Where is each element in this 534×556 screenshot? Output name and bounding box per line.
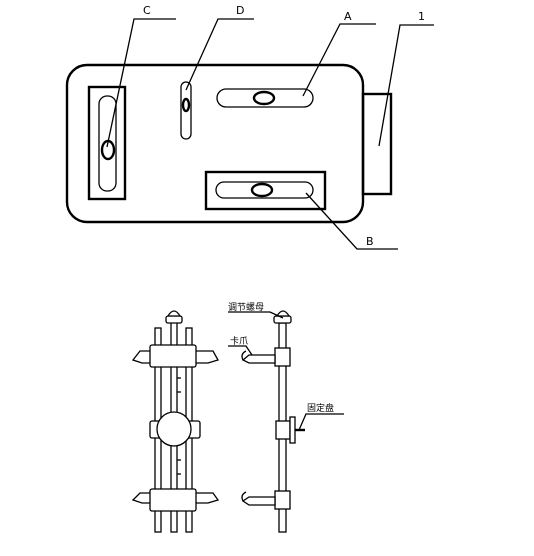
- top-view: C D A 1 B: [65, 4, 434, 250]
- side-leader-lines: [228, 311, 344, 431]
- vial-c: [87, 85, 127, 201]
- bottom-claw-side: [241, 490, 291, 510]
- side-view: 调节螺母 卡爪 固定盘: [228, 302, 344, 533]
- bottom-clamp-bar: [131, 488, 220, 512]
- top-clamp-bar: [131, 344, 219, 368]
- label-c: C: [143, 4, 151, 17]
- fixed-disc-front: [149, 411, 201, 447]
- adjust-nut-side: [273, 310, 292, 324]
- adjust-nut-front: [165, 310, 183, 324]
- leader-lines: [106, 18, 434, 250]
- label-adjust-nut: 调节螺母: [228, 302, 264, 313]
- label-d: D: [236, 4, 244, 17]
- vial-a: [216, 88, 314, 108]
- label-b: B: [366, 235, 374, 248]
- label-clamp-claw: 卡爪: [230, 335, 248, 347]
- front-view: [131, 310, 220, 533]
- top-claw-side: [241, 347, 291, 367]
- side-block: [361, 92, 393, 196]
- label-fixed-plate: 固定盘: [307, 402, 334, 414]
- vial-d: [180, 81, 192, 140]
- label-1: 1: [418, 10, 425, 23]
- label-a: A: [344, 10, 352, 23]
- fixed-plate-side: [275, 416, 305, 444]
- vial-b: [204, 170, 327, 211]
